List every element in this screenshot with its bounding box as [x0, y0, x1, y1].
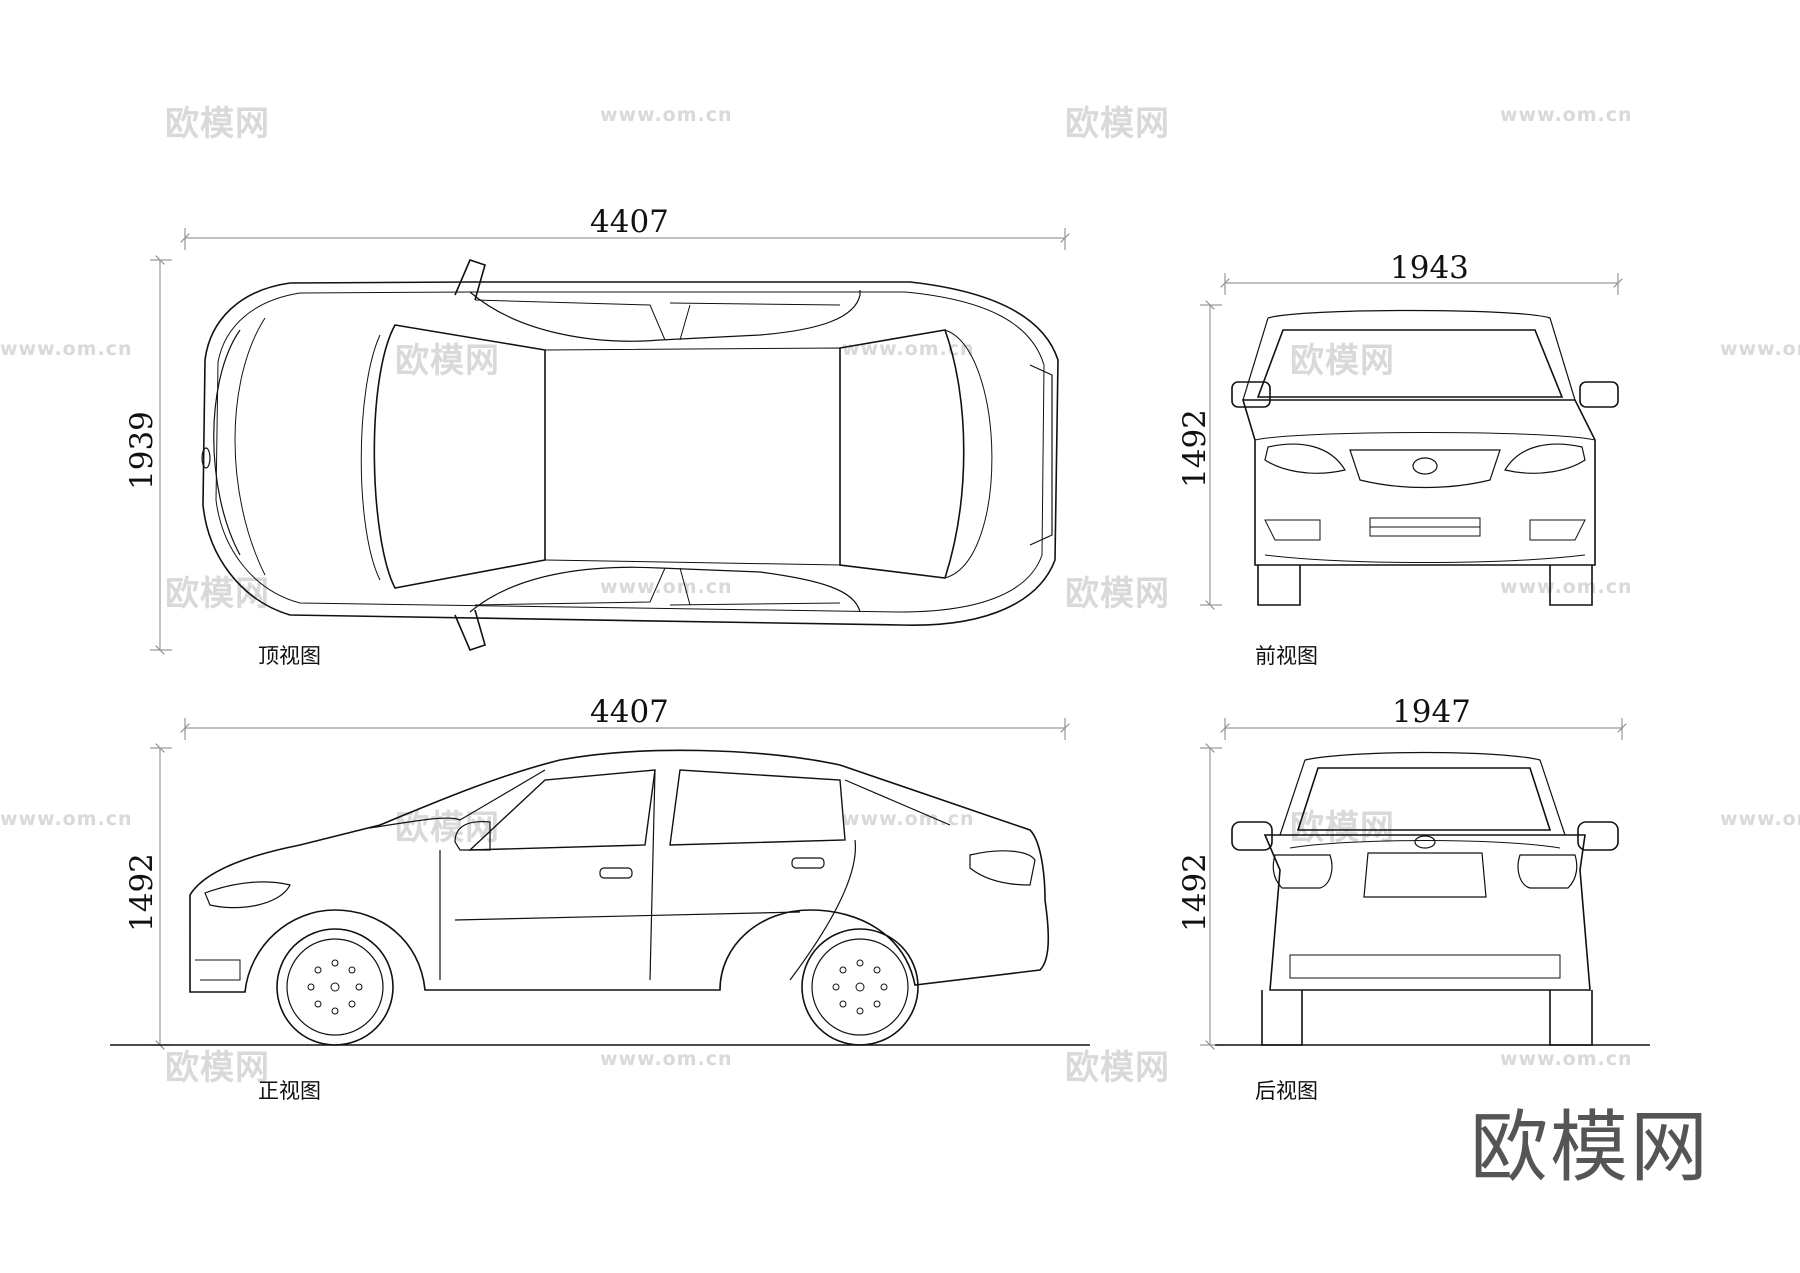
side-body-outline	[189, 749, 1050, 993]
side-height-label: 1492	[124, 853, 160, 932]
front-mirror-left	[1231, 381, 1271, 408]
side-length-label: 4407	[590, 694, 669, 730]
watermark-brand: 欧模网	[395, 341, 500, 381]
watermark-url: www.om.cn	[1720, 338, 1800, 360]
top-rear-window	[839, 329, 965, 579]
side-mirror	[454, 820, 491, 851]
watermark-url: www.om.cn	[1500, 1048, 1633, 1070]
side-view	[110, 718, 1090, 1050]
front-view	[1200, 273, 1623, 610]
watermark-brand: 欧模网	[1065, 574, 1170, 614]
top-body-inner	[215, 291, 1045, 613]
watermark-url: www.om.cn	[0, 338, 133, 360]
side-window-rear	[669, 769, 846, 846]
top-view-caption: 顶视图	[258, 644, 321, 668]
front-height-dimension	[1200, 300, 1222, 610]
front-mirror-right	[1579, 381, 1619, 408]
rear-mirror-left	[1231, 821, 1273, 851]
front-wheel-right	[1549, 565, 1593, 606]
front-headlight-left	[1264, 443, 1346, 474]
watermark-brand: 欧模网	[1290, 341, 1395, 381]
rear-view	[1200, 718, 1650, 1050]
rear-height-label: 1492	[1177, 853, 1213, 932]
rear-width-label: 1947	[1392, 694, 1471, 730]
watermark-url: www.om.cn	[600, 1048, 733, 1070]
side-door-handle-rear	[791, 857, 825, 869]
top-mirror-lower	[454, 609, 486, 651]
watermark-brand: 欧模网	[165, 574, 270, 614]
side-door-handle-front	[599, 867, 633, 879]
front-wheel-left	[1257, 565, 1301, 606]
top-view	[150, 228, 1070, 655]
top-windshield	[373, 324, 546, 589]
side-door-rear	[789, 839, 856, 981]
front-width-dimension	[1220, 273, 1623, 295]
top-length-dimension	[180, 228, 1070, 250]
rear-wheel-right	[1549, 990, 1593, 1046]
front-grille	[1349, 449, 1501, 489]
top-length-label: 4407	[590, 204, 669, 240]
side-wheel-rear	[801, 928, 919, 1046]
rear-wheel-left	[1261, 990, 1303, 1046]
watermark-url: www.om.cn	[1720, 808, 1800, 830]
rear-taillight-right	[1517, 854, 1578, 889]
watermark-url: www.om.cn	[842, 338, 975, 360]
front-width-label: 1943	[1390, 250, 1469, 286]
side-length-dimension	[180, 718, 1070, 740]
top-mirror-upper	[454, 259, 486, 301]
top-side-windows-upper	[469, 290, 861, 342]
watermark-url: www.om.cn	[1500, 104, 1633, 126]
top-side-windows-lower	[469, 566, 861, 613]
side-view-caption: 正视图	[258, 1079, 321, 1103]
site-logo: 欧模网	[1470, 1103, 1711, 1193]
rear-taillight-left	[1272, 854, 1333, 889]
watermark-url: www.om.cn	[0, 808, 133, 830]
top-width-dimension	[150, 255, 172, 655]
top-roof	[544, 347, 841, 566]
side-door-front	[439, 769, 656, 981]
rear-view-caption: 后视图	[1255, 1079, 1318, 1103]
front-height-label: 1492	[1177, 409, 1213, 488]
watermark-url: www.om.cn	[842, 808, 975, 830]
watermark-url: www.om.cn	[600, 104, 733, 126]
watermark-brand: 欧模网	[1065, 104, 1170, 144]
front-view-caption: 前视图	[1255, 644, 1318, 668]
front-windshield	[1256, 329, 1564, 398]
watermark-brand: 欧模网	[1065, 1048, 1170, 1088]
side-wheel-front	[276, 928, 394, 1046]
side-window-front	[468, 769, 656, 851]
watermark-brand: 欧模网	[395, 808, 500, 848]
front-headlight-right	[1504, 443, 1586, 474]
top-body-outline	[202, 281, 1059, 626]
watermark-url: www.om.cn	[1500, 576, 1633, 598]
rear-mirror-right	[1577, 821, 1619, 851]
rear-window	[1296, 767, 1552, 831]
watermark-brand: 欧模网	[165, 1048, 270, 1088]
watermark-brand: 欧模网	[165, 104, 270, 144]
rear-license-plate	[1363, 852, 1487, 898]
side-taillight	[969, 850, 1036, 886]
rear-body	[1263, 834, 1591, 991]
side-headlight	[204, 881, 291, 909]
front-emblem-icon	[1412, 457, 1438, 475]
watermark-url: www.om.cn	[600, 576, 733, 598]
rear-emblem-icon	[1414, 835, 1436, 849]
rear-width-dimension	[1220, 718, 1627, 740]
top-width-label: 1939	[124, 411, 160, 490]
